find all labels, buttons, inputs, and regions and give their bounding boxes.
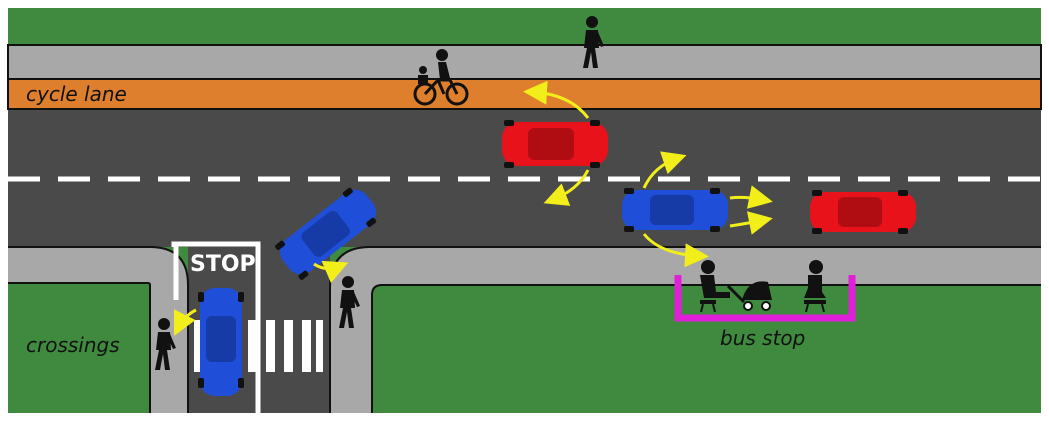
crossings-label: crossings — [26, 333, 120, 357]
cycle-lane — [7, 78, 1042, 110]
bus-stop-label: bus stop — [720, 326, 806, 350]
bus-stop-shelter — [674, 275, 856, 322]
arrow-icon — [173, 80, 773, 337]
cyclist-icon — [413, 49, 469, 106]
blue-car — [198, 288, 244, 396]
seated-person-icon — [804, 260, 826, 313]
blue-car — [275, 187, 377, 280]
red-car — [810, 190, 916, 234]
blue-car — [622, 188, 728, 232]
stop-label: STOP — [190, 252, 256, 277]
pram-icon — [726, 281, 772, 311]
cycle-lane-label: cycle lane — [26, 82, 127, 106]
top-sidewalk — [7, 44, 1042, 80]
bottom-right-sidewalk — [330, 247, 1041, 413]
bottom-left-sidewalk — [8, 247, 188, 413]
red-car — [502, 120, 608, 168]
